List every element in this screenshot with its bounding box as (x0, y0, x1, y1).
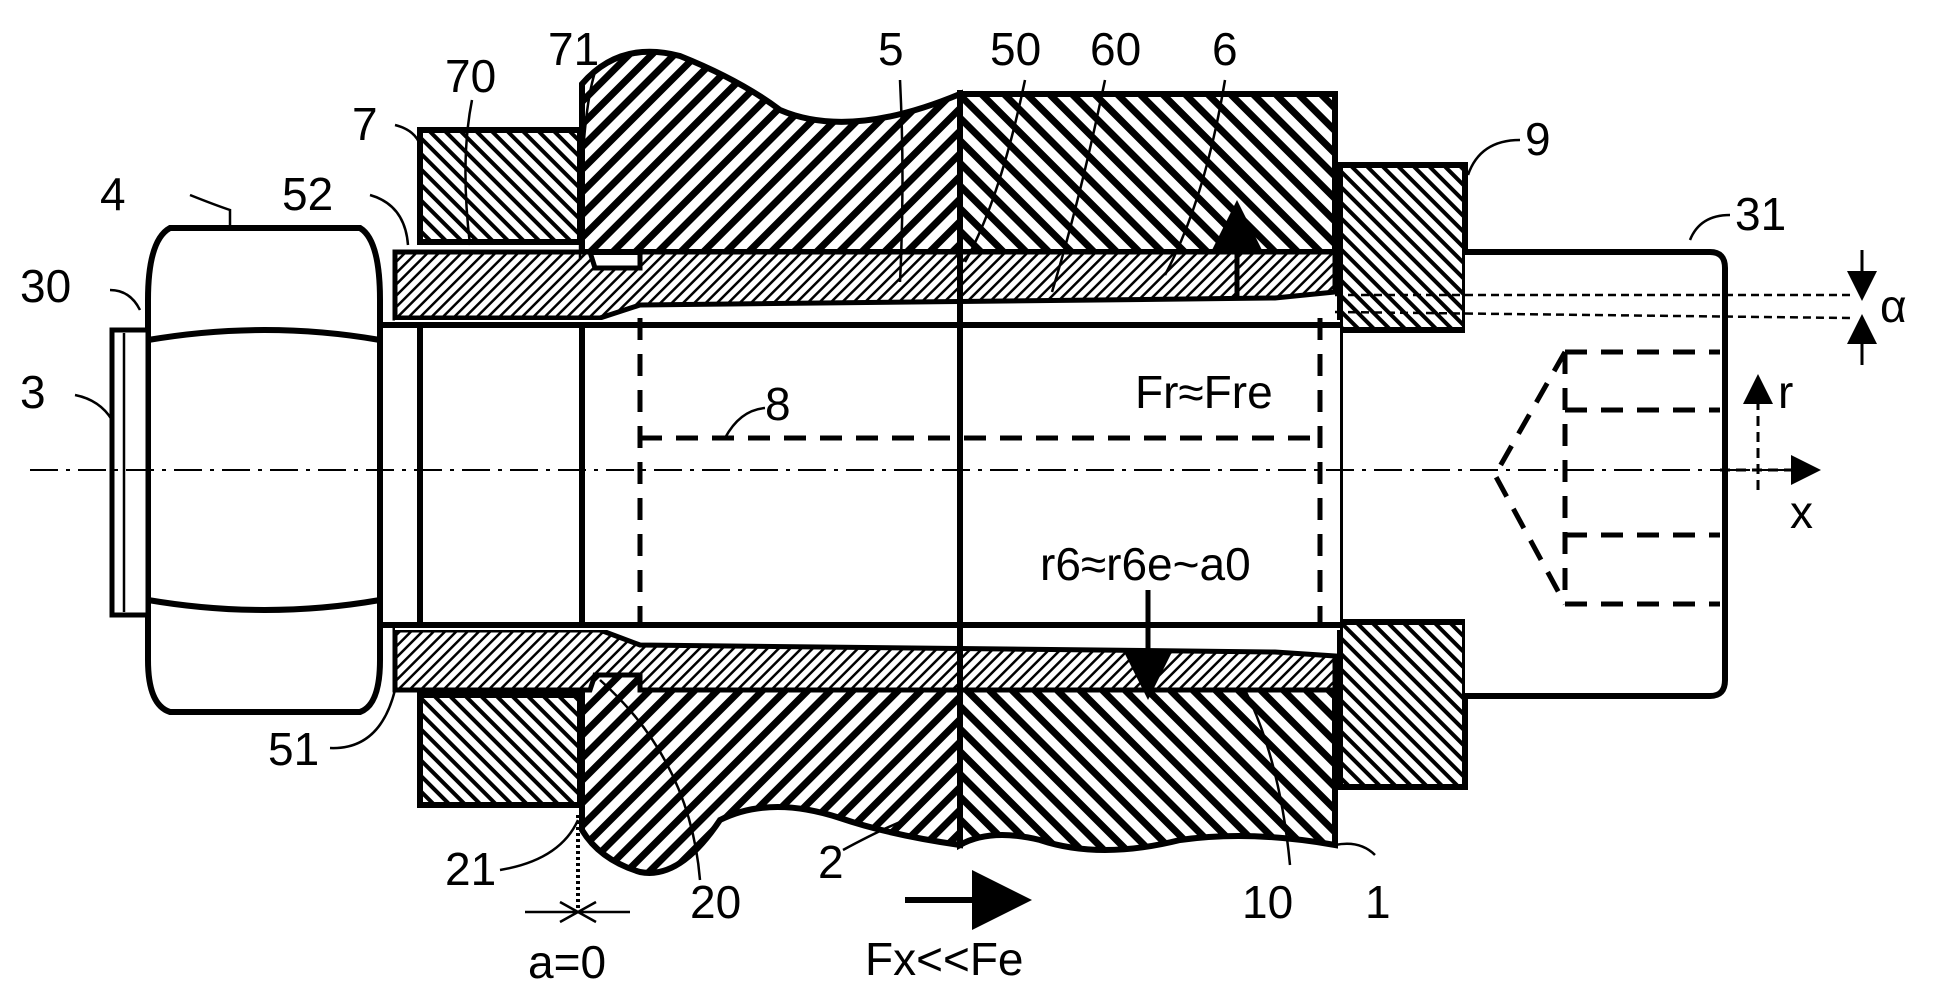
washer-9-top (1340, 165, 1465, 330)
label-21: 21 (445, 843, 496, 895)
annotation-alpha: α (1880, 280, 1907, 332)
label-31: 31 (1735, 188, 1786, 240)
label-2: 2 (818, 836, 844, 888)
washer-7-top (420, 130, 580, 242)
washer-7-bottom (420, 695, 580, 805)
annotation-a: a=0 (528, 936, 606, 988)
leader-31 (1690, 215, 1730, 240)
label-20: 20 (690, 876, 741, 928)
label-52: 52 (282, 168, 333, 220)
thread-30 (112, 330, 148, 615)
leader-3 (75, 395, 112, 420)
leader-52 (370, 195, 408, 245)
label-51: 51 (268, 723, 319, 775)
label-8: 8 (765, 378, 791, 430)
sleeve-5-bottom (395, 630, 1335, 690)
leader-21 (500, 820, 578, 870)
annotation-r-axis: r (1778, 366, 1793, 418)
label-60: 60 (1090, 23, 1141, 75)
sleeve-5-top (395, 252, 1335, 318)
annotation-r6: r6≈r6e~a0 (1040, 538, 1251, 590)
annotation-fr: Fr≈Fre (1135, 366, 1273, 418)
label-3: 3 (20, 366, 46, 418)
leader-7 (395, 125, 420, 145)
label-71: 71 (548, 23, 599, 75)
leader-1 (1335, 844, 1375, 855)
label-1: 1 (1365, 876, 1391, 928)
annotation-x-axis: x (1790, 486, 1813, 538)
leader-4 (190, 195, 230, 228)
label-50: 50 (990, 23, 1041, 75)
label-10: 10 (1242, 876, 1293, 928)
leader-30 (110, 290, 140, 310)
label-9: 9 (1525, 113, 1551, 165)
label-5: 5 (878, 23, 904, 75)
label-7: 7 (352, 98, 378, 150)
label-30: 30 (20, 260, 71, 312)
bolt-end-31 (1465, 252, 1725, 696)
annotation-fx: Fx<<Fe (865, 933, 1024, 985)
label-70: 70 (445, 50, 496, 102)
washer-9-bottom (1340, 622, 1465, 787)
label-4: 4 (100, 168, 126, 220)
label-6: 6 (1212, 23, 1238, 75)
leader-9 (1468, 140, 1520, 175)
